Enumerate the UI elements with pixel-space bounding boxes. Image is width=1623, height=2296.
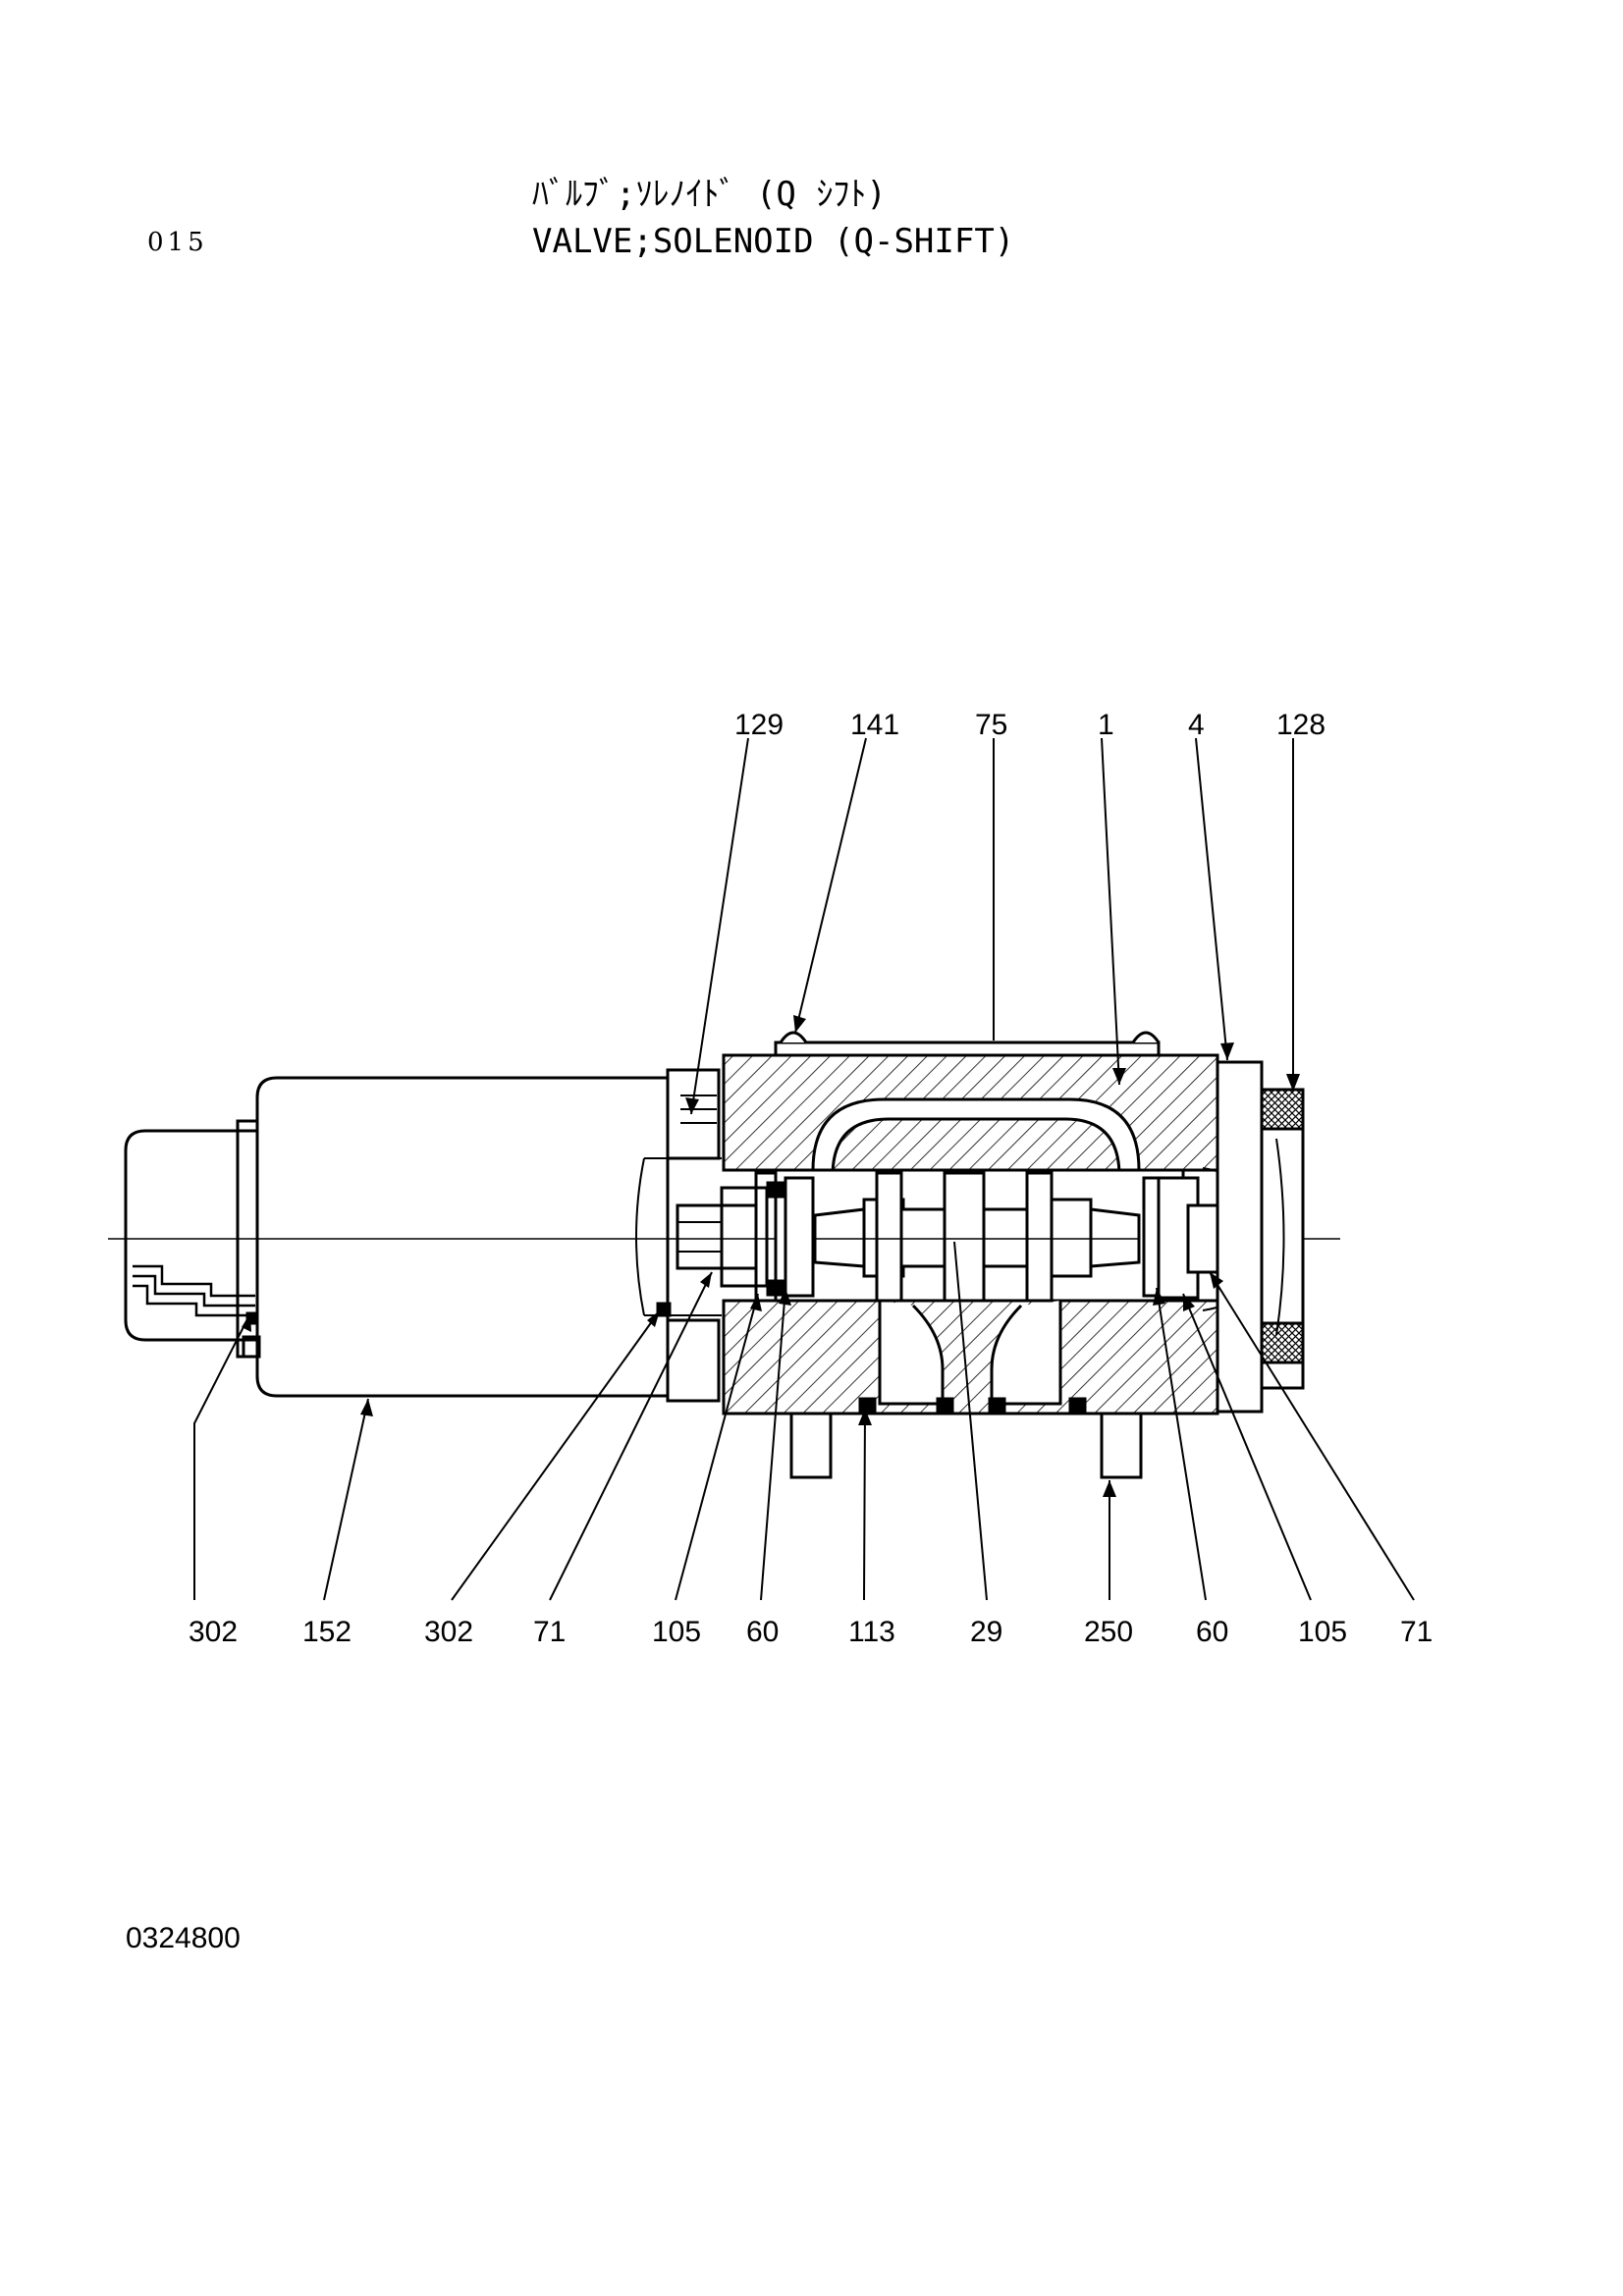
spool (813, 1171, 1141, 1303)
seal-60-left (784, 1176, 815, 1298)
callout-bottom-60b: 60 (1196, 1616, 1228, 1648)
callout-bottom-71a: 71 (533, 1616, 566, 1648)
callout-bottom-152: 152 (302, 1616, 352, 1648)
callout-bottom-105a: 105 (652, 1616, 701, 1648)
callout-bottom-105b: 105 (1298, 1616, 1347, 1648)
title-english: VALVE;SOLENOID (Q-SHIFT) (532, 222, 1015, 261)
callout-bottom-302b: 302 (424, 1616, 473, 1648)
callout-top-4: 4 (1188, 709, 1205, 741)
callout-bottom-250: 250 (1084, 1616, 1133, 1648)
title-japanese: ﾊﾞﾙﾌﾞ;ｿﾚﾉｲﾄﾞ (Q ｼﾌﾄ) (532, 175, 887, 214)
solenoid-housing (255, 1076, 670, 1398)
callout-top-128: 128 (1276, 709, 1325, 741)
end-cover (1216, 1060, 1305, 1414)
callout-bottom-71b: 71 (1400, 1616, 1433, 1648)
callout-bottom-113: 113 (848, 1616, 895, 1648)
callout-top-129: 129 (734, 709, 784, 741)
nameplate (774, 1041, 1161, 1057)
page-number: 015 (147, 228, 208, 257)
mount-bolt-right (1100, 1412, 1143, 1479)
rivet-right (1131, 1031, 1161, 1043)
callout-bottom-302a: 302 (189, 1616, 238, 1648)
drawing-number: 0324800 (126, 1922, 241, 1954)
rivet-141 (779, 1031, 808, 1043)
knob-top (1260, 1088, 1305, 1131)
callout-bottom-29: 29 (970, 1616, 1002, 1648)
callout-top-141: 141 (850, 709, 899, 741)
callout-top-1: 1 (1098, 709, 1114, 741)
mount-bolt-left (789, 1412, 833, 1479)
knob-bottom (1260, 1321, 1305, 1364)
callout-top-75: 75 (975, 709, 1007, 741)
callout-bottom-60a: 60 (746, 1616, 779, 1648)
